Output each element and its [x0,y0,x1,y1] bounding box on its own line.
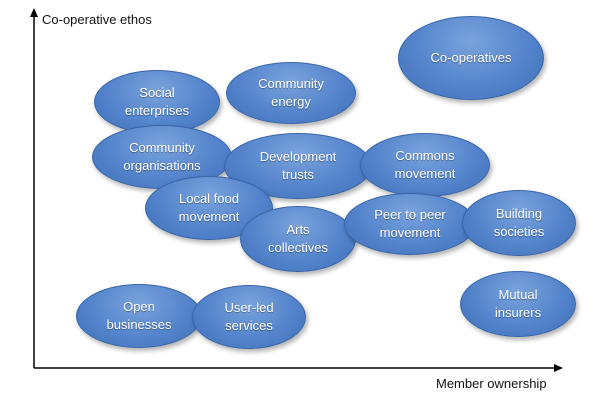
bubble-label: businesses [106,317,172,332]
bubble-label: organisations [123,158,201,173]
bubble-label: energy [271,94,311,109]
bubble-label: movement [394,166,456,181]
y-axis-label: Co-operative ethos [42,12,152,27]
x-axis-label: Member ownership [436,376,547,391]
bubble-label: enterprises [124,103,190,118]
bubble-peer-to-peer-movement: Peer to peer movement [344,193,476,255]
bubble-label: Peer to peer [374,207,446,222]
bubble-commons-movement: Commons movement [360,133,490,197]
bubble-label: Mutual [498,287,538,302]
x-axis-arrow-icon [554,364,563,372]
bubble-label: movement [178,209,240,224]
bubble-local-food-movement: Local food movement [145,176,273,240]
bubble-community-energy: Community energy [226,62,356,124]
bubble-label: trusts [282,167,314,182]
bubble-community-organisations: Community organisations [92,125,232,189]
bubble-label: services [225,318,273,333]
bubble-mutual-insurers: Mutual insurers [460,271,576,337]
bubble-label: Community [258,76,324,91]
bubble-label: Co-operatives [430,50,512,65]
bubble-label: Community [129,140,195,155]
bubble-social-enterprises: Social enterprises [94,70,220,134]
bubble-label: Social [139,85,175,100]
bubble-label: Local food [178,191,239,206]
bubble-label: societies [493,224,545,239]
bubble-label: collectives [268,240,328,255]
bubble-label: insurers [494,305,542,320]
bubble-label: User-led [224,300,274,315]
y-axis-arrow-icon [30,8,38,17]
bubble-arts-collectives: Arts collectives [240,206,356,272]
bubble-building-societies: Building societies [462,190,576,256]
bubble-open-businesses: Open businesses [76,284,202,348]
bubble-label: Commons [395,148,455,163]
bubble-label: Building [495,206,543,221]
bubble-label: Open [123,299,155,314]
bubble-co-operatives: Co-operatives [398,16,544,100]
bubble-label: movement [379,225,441,240]
bubble-user-led-services: User-led services [192,285,306,349]
bubble-label: Development [259,149,337,164]
bubble-label: Arts [286,222,310,237]
